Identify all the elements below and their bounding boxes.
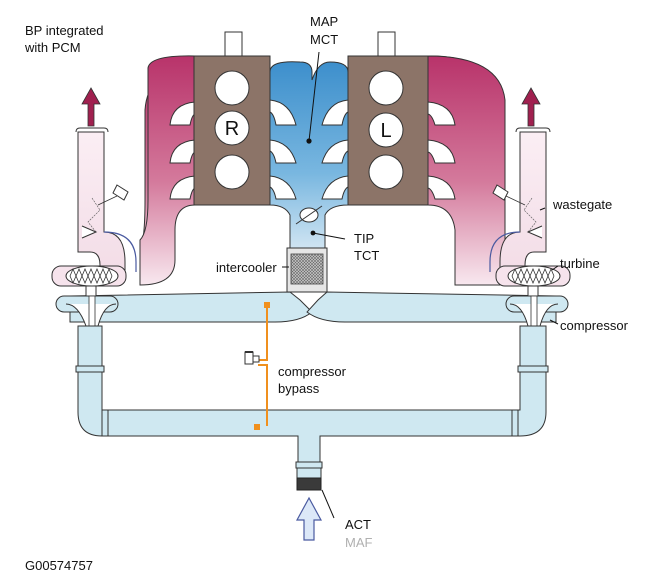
tip-sensor-point (310, 230, 346, 240)
turbocharger-left (495, 265, 571, 327)
bank-right-label: R (225, 118, 239, 140)
intercooler-label: intercooler (216, 260, 277, 275)
intake-plenum (269, 61, 349, 249)
bypass-valve-icon (244, 351, 260, 365)
map-sensor-point (306, 51, 320, 144)
engine-bank-right: R (193, 31, 271, 206)
compressor-leader (549, 319, 559, 325)
exhaust-stack-right (75, 127, 137, 272)
intercooler (286, 247, 328, 293)
bank-left-label: L (380, 120, 391, 142)
bp-label-line1: BP integrated (25, 23, 104, 38)
inlet-pipe (75, 325, 549, 469)
act-leader (321, 489, 335, 519)
map-label: MAP (310, 14, 338, 29)
engine-bank-left: L (347, 31, 429, 206)
turbine-label: turbine (560, 256, 600, 271)
exhaust-stack-left (489, 127, 551, 272)
throttle-valve-icon (295, 205, 323, 225)
act-label: ACT (345, 517, 371, 532)
compressor-label: compressor (560, 318, 629, 333)
wastegate-actuator-right-icon (81, 184, 129, 239)
bp-label-line2: with PCM (24, 40, 81, 55)
wastegate-label: wastegate (552, 197, 612, 212)
charge-air-pipe-right (69, 291, 313, 323)
tip-label: TIP (354, 231, 374, 246)
mct-label: MCT (310, 32, 338, 47)
figure-id-label: G00574757 (25, 558, 93, 573)
maf-sensor-housing (296, 467, 322, 491)
charge-air-pipe-left (306, 291, 557, 323)
exhaust-out-arrow-left (521, 87, 541, 127)
compressor-bypass-line (254, 302, 270, 430)
wastegate-leader (539, 207, 546, 211)
wastegate-actuator-left-icon (492, 184, 543, 239)
turbine-leader (551, 265, 559, 271)
air-inlet-arrow (295, 496, 323, 541)
bypass-label-line2: bypass (278, 381, 320, 396)
exhaust-manifold-left (427, 55, 506, 286)
tct-label: TCT (354, 248, 379, 263)
maf-label: MAF (345, 535, 373, 550)
exhaust-manifold-right (139, 55, 196, 286)
exhaust-out-arrow-right (81, 87, 101, 127)
bypass-label-line1: compressor (278, 364, 347, 379)
turbocharger-right (51, 265, 127, 327)
